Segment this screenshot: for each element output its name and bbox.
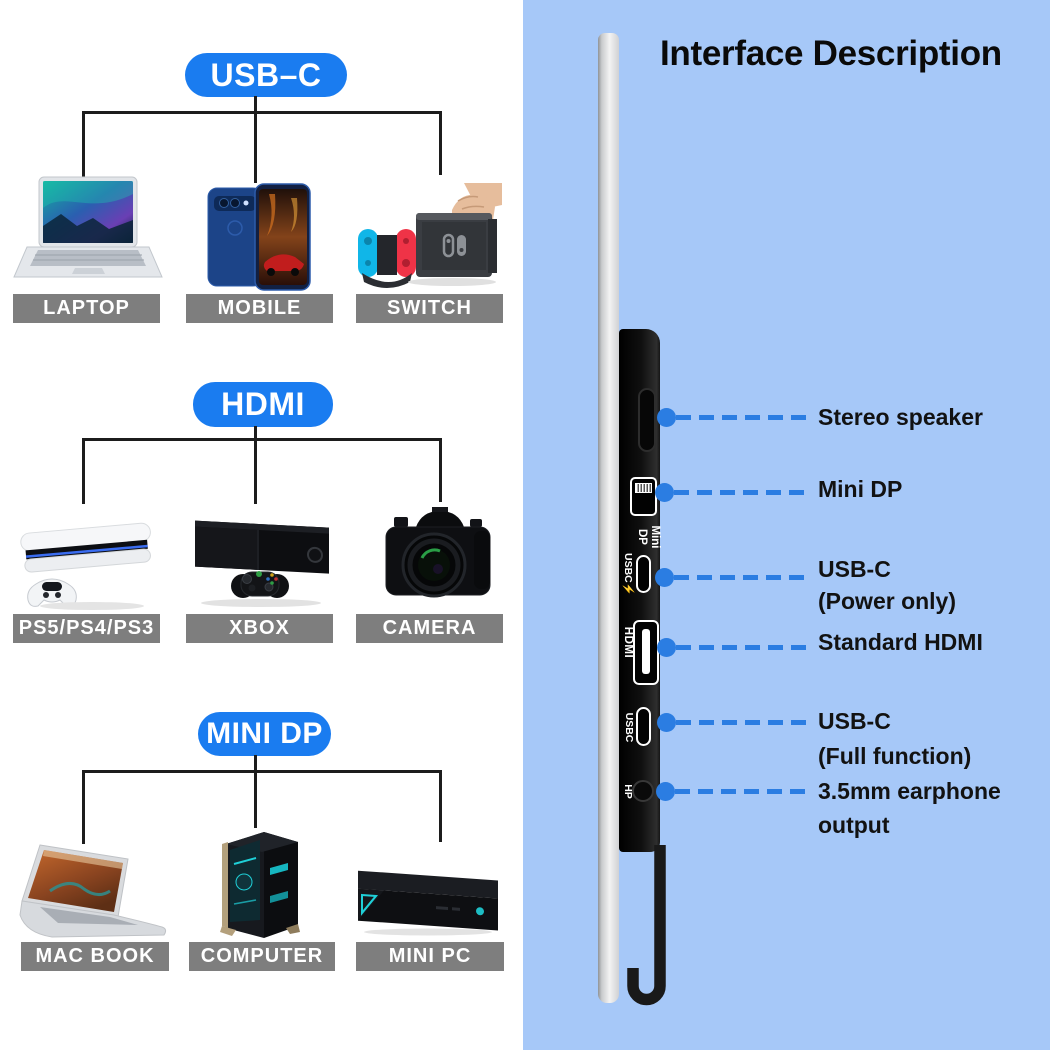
annotation-usbc-full-note: (Full function)	[818, 743, 972, 769]
connector-line	[254, 96, 257, 113]
connector-line	[439, 438, 442, 502]
hdmi-port	[633, 620, 659, 685]
callout-line-usbc-power	[674, 575, 812, 580]
connector-line	[82, 111, 442, 114]
callout-dot-usbc-power	[655, 568, 674, 587]
device-label-mobile: MOBILE	[186, 294, 333, 323]
usb-c-power-port	[636, 555, 651, 593]
callout-dot-usbc-full	[657, 713, 676, 732]
usbc-section-button: USB–C	[185, 53, 347, 97]
computer-image	[206, 824, 316, 940]
hdmi-section-button: HDMI	[193, 382, 333, 427]
connector-line	[254, 755, 257, 772]
callout-line-hdmi	[676, 645, 812, 650]
connector-line	[82, 111, 85, 179]
connector-line	[254, 438, 257, 504]
annotation-usbc-power-note: (Power only)	[818, 588, 957, 614]
annotation-earphone: 3.5mm earphone	[818, 778, 1001, 804]
annotation-mini-dp: Mini DP	[818, 476, 903, 502]
hdmi-port-tongue	[642, 629, 650, 674]
connector-line	[254, 426, 257, 440]
device-label-camera: CAMERA	[356, 614, 503, 643]
connector-line	[254, 111, 257, 183]
headphone-jack	[632, 780, 654, 802]
callout-dot-hdmi	[657, 638, 676, 657]
annotation-stereo-speaker: Stereo speaker	[818, 404, 983, 430]
mini-dp-pins	[635, 483, 652, 493]
callout-line-usbc-full	[676, 720, 812, 725]
playstation-image	[16, 498, 161, 612]
mobile-image	[207, 182, 311, 292]
callout-line-headphone	[675, 789, 812, 794]
callout-line-minidp	[674, 490, 812, 495]
monitor-side-profile	[598, 33, 619, 1003]
panel-title: Interface Description	[660, 34, 1002, 73]
connector-line	[82, 438, 442, 441]
minidp-section-button: MINI DP	[198, 712, 331, 756]
switch-image	[352, 183, 502, 290]
kickstand-hook	[627, 845, 666, 1006]
connector-line	[439, 111, 442, 175]
connector-line	[82, 438, 85, 504]
connector-line	[82, 770, 442, 773]
device-label-switch: SWITCH	[356, 294, 503, 323]
macbook-image	[10, 843, 172, 941]
callout-dot-minidp	[655, 483, 674, 502]
mini-dp-port	[630, 477, 657, 516]
mini-dp-port-label: Mini DP	[636, 525, 661, 549]
annotation-standard-hdmi: Standard HDMI	[818, 629, 983, 655]
minipc-image	[348, 868, 506, 936]
usb-c-full-port-label: USBC	[623, 712, 635, 743]
device-label-playstation: PS5/PS4/PS3	[13, 614, 160, 643]
usb-c-power-port-label: USBC⚡	[622, 553, 634, 596]
camera-image	[382, 503, 497, 610]
xbox-image	[183, 510, 335, 608]
laptop-image	[13, 174, 163, 294]
device-label-xbox: XBOX	[186, 614, 333, 643]
headphone-jack-label: HP	[622, 784, 634, 799]
connector-line	[82, 770, 85, 844]
annotation-usbc-power: USB-C	[818, 556, 891, 582]
callout-dot-headphone	[656, 782, 675, 801]
connector-line	[254, 770, 257, 828]
connector-line	[439, 770, 442, 842]
hdmi-port-label: HDMI	[622, 626, 634, 659]
annotation-usbc-full: USB-C	[818, 708, 891, 734]
callout-line-speaker	[676, 415, 812, 420]
device-label-minipc: MINI PC	[356, 942, 504, 971]
callout-dot-speaker	[657, 408, 676, 427]
device-label-macbook: MAC BOOK	[21, 942, 169, 971]
annotation-earphone-line2: output	[818, 812, 890, 838]
device-label-laptop: LAPTOP	[13, 294, 160, 323]
device-label-computer: COMPUTER	[189, 942, 335, 971]
stereo-speaker-slot	[638, 388, 656, 452]
usb-c-full-port	[636, 707, 651, 746]
